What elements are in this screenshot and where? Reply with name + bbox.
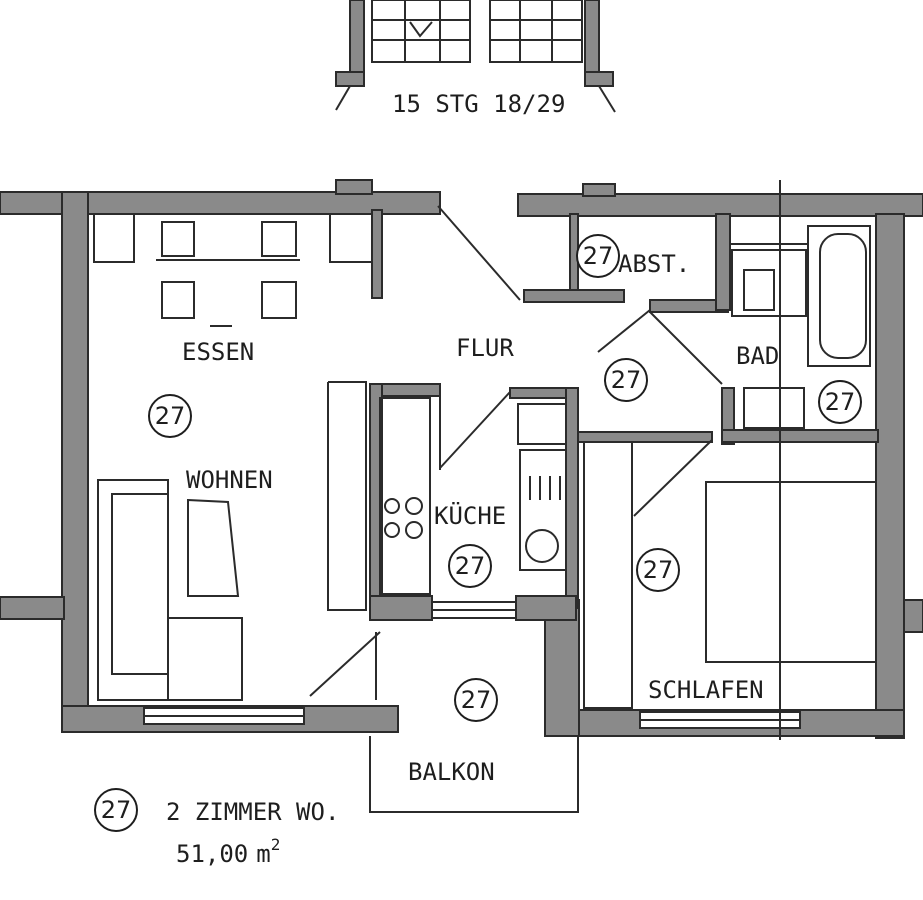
unit-marker-schlafen: 27 [636, 548, 680, 592]
dining-furniture [93, 214, 372, 327]
room-label-flur: FLUR [456, 334, 514, 362]
room-label-essen: ESSEN [182, 338, 254, 366]
svg-text:27: 27 [643, 556, 674, 584]
legend-unit-type: 2 ZIMMER WO. [166, 798, 339, 826]
svg-text:27: 27 [825, 388, 856, 416]
unit-marker-abst: 27 [576, 234, 620, 278]
exterior-walls [0, 179, 923, 739]
door-swings [309, 205, 723, 697]
stair-label: 15 STG 18/29 [392, 90, 565, 118]
unit-marker-kueche: 27 [448, 544, 492, 588]
unit-marker-bad: 27 [818, 380, 862, 424]
interior-walls [369, 209, 879, 621]
bedroom-furniture [583, 180, 877, 740]
windows [143, 601, 801, 729]
svg-text:27: 27 [611, 366, 642, 394]
room-label-balkon: BALKON [408, 758, 495, 786]
stairwell [335, 0, 616, 113]
bathroom-fixtures [730, 225, 871, 429]
svg-text:27: 27 [461, 686, 492, 714]
unit-marker-balkon: 27 [454, 678, 498, 722]
svg-text:27: 27 [583, 242, 614, 270]
room-label-kueche: KÜCHE [434, 501, 506, 530]
living-furniture [97, 381, 367, 701]
svg-text:27: 27 [101, 796, 132, 824]
room-label-abst: ABST. [618, 250, 690, 278]
svg-text:27: 27 [455, 552, 486, 580]
room-label-wohnen: WOHNEN [186, 466, 273, 494]
room-label-schlafen: SCHLAFEN [648, 676, 764, 704]
room-label-bad: BAD [736, 342, 779, 370]
unit-marker-flur: 27 [604, 358, 648, 402]
svg-text:27: 27 [155, 402, 186, 430]
kitchen-fixtures [379, 397, 567, 595]
unit-marker-wohnen: 27 [148, 394, 192, 438]
balcony [369, 632, 579, 813]
legend-unit-marker: 27 [94, 788, 138, 832]
